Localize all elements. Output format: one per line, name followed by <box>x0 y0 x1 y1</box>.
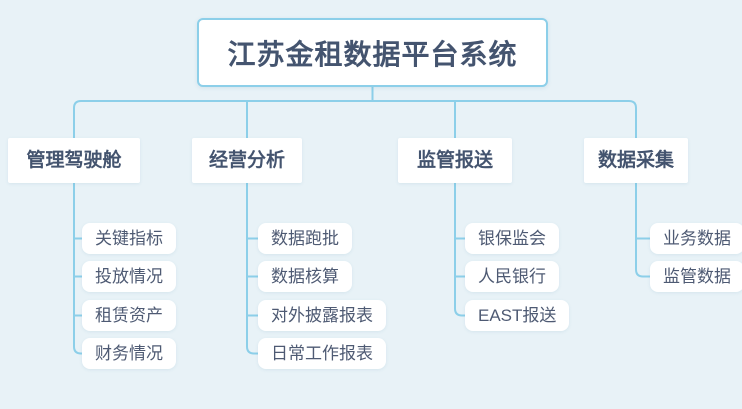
branch-node-regulatory-reporting[interactable]: 监管报送 <box>398 138 512 183</box>
root-node[interactable]: 江苏金租数据平台系统 <box>197 18 548 87</box>
branch-node-management-cockpit[interactable]: 管理驾驶舱 <box>8 138 140 183</box>
leaf-node-data-accounting[interactable]: 数据核算 <box>258 261 352 292</box>
leaf-node-investment-status[interactable]: 投放情况 <box>82 261 176 292</box>
leaf-node-regulatory-data[interactable]: 监管数据 <box>650 261 742 292</box>
leaf-node-leasing-assets[interactable]: 租赁资产 <box>82 300 176 331</box>
leaf-node-financial-status[interactable]: 财务情况 <box>82 338 176 369</box>
branch-node-business-analysis[interactable]: 经营分析 <box>192 138 302 183</box>
leaf-node-pboc[interactable]: 人民银行 <box>465 261 559 292</box>
leaf-node-east-reporting[interactable]: EAST报送 <box>465 300 570 331</box>
leaf-node-data-batch-run[interactable]: 数据跑批 <box>258 223 352 254</box>
leaf-node-daily-work-reports[interactable]: 日常工作报表 <box>258 338 386 369</box>
branch-node-data-collection[interactable]: 数据采集 <box>584 138 688 183</box>
leaf-node-cbirc[interactable]: 银保监会 <box>465 223 559 254</box>
leaf-node-external-disclosure-reports[interactable]: 对外披露报表 <box>258 300 386 331</box>
leaf-node-key-indicators[interactable]: 关键指标 <box>82 223 176 254</box>
leaf-node-business-data[interactable]: 业务数据 <box>650 223 742 254</box>
